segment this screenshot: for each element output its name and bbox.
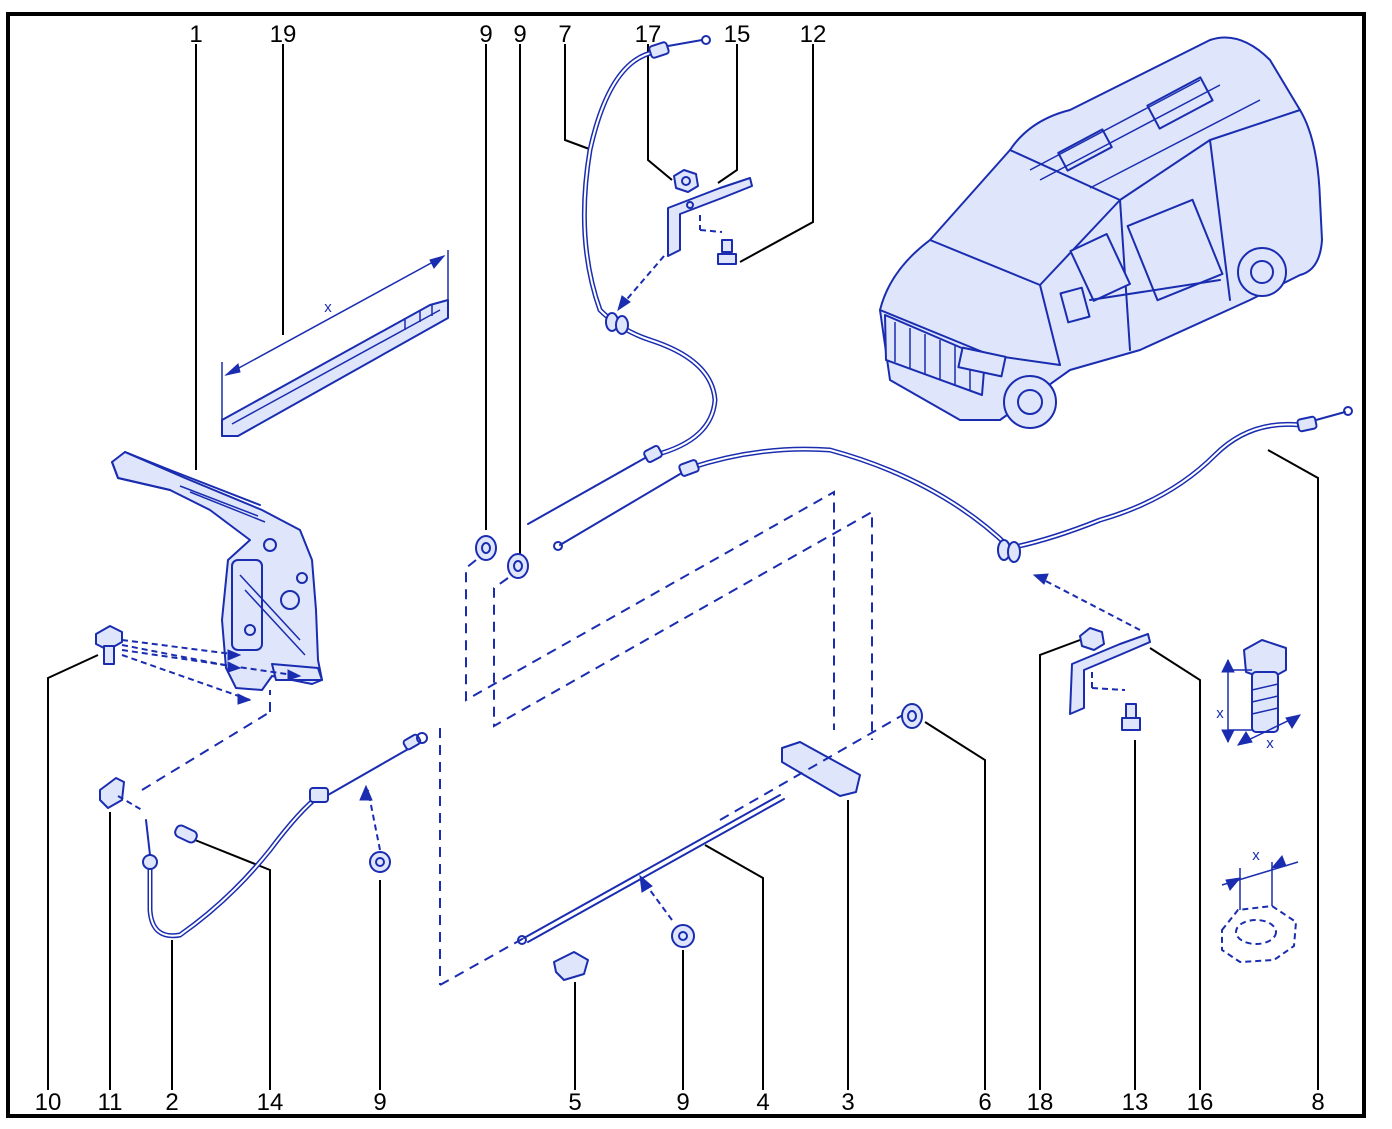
label-4: 4 <box>756 1089 769 1116</box>
label-10: 10 <box>35 1089 62 1116</box>
label-13: 13 <box>1122 1089 1149 1116</box>
grommets-top <box>465 490 873 740</box>
nut-dimension-x: x <box>1252 847 1260 864</box>
leader-14 <box>194 839 271 1090</box>
leader-17 <box>647 44 673 181</box>
label-18: 18 <box>1027 1089 1054 1116</box>
grommet-6 <box>901 703 923 729</box>
grommet-9c <box>369 851 391 873</box>
bracket-assembly-upper <box>667 169 753 265</box>
label-7: 7 <box>558 21 571 48</box>
bracket-3 <box>781 741 861 797</box>
label-1: 1 <box>189 21 202 48</box>
leader-12 <box>739 44 814 263</box>
bracket-assembly-lower <box>1032 573 1151 731</box>
primary-cable <box>99 690 525 986</box>
leader-6 <box>924 721 986 1090</box>
bottom-labels: 10 11 2 14 9 5 9 4 3 6 18 13 16 8 <box>35 1089 1325 1116</box>
grommet-9d <box>671 924 695 948</box>
cable-cutting-gauge: x <box>221 250 449 437</box>
bolt-10 <box>95 625 302 705</box>
clip-11 <box>99 777 125 809</box>
label-12: 12 <box>800 21 827 48</box>
front-cable <box>517 703 923 981</box>
label-8: 8 <box>1311 1089 1324 1116</box>
label-11: 11 <box>98 1089 123 1116</box>
leader-18 <box>1039 639 1081 1090</box>
bolt-dimension-detail: x x <box>1216 639 1302 752</box>
label-6: 6 <box>978 1089 991 1116</box>
leader-16 <box>1149 647 1201 1090</box>
leader-4 <box>704 844 764 1090</box>
bolt-dimension-x2: x <box>1266 735 1274 752</box>
van-illustration <box>879 36 1323 429</box>
label-15: 15 <box>724 21 751 48</box>
rear-right-cable <box>553 406 1353 563</box>
label-14: 14 <box>257 1089 284 1116</box>
label-2: 2 <box>165 1089 178 1116</box>
leader-8 <box>1267 449 1319 1090</box>
nut-17 <box>673 169 699 193</box>
label-9a: 9 <box>479 21 492 48</box>
bolt-12 <box>721 239 733 253</box>
label-9d: 9 <box>676 1089 689 1116</box>
leader-15 <box>717 44 738 184</box>
sleeve-14 <box>174 824 198 844</box>
label-19: 19 <box>270 21 297 48</box>
leader-10 <box>47 654 99 1090</box>
rear-left-cable <box>527 35 718 525</box>
label-16: 16 <box>1187 1089 1214 1116</box>
label-9b: 9 <box>513 21 526 48</box>
bolt-dimension-x1: x <box>1216 705 1224 722</box>
label-9c: 9 <box>373 1089 386 1116</box>
bracket-15 <box>667 177 753 257</box>
gauge-dimension-x: x <box>324 299 332 316</box>
nut-dimension-detail: x <box>1221 847 1299 964</box>
label-5: 5 <box>568 1089 581 1116</box>
label-3: 3 <box>841 1089 854 1116</box>
leader-lines <box>47 44 1319 1090</box>
bolt-13 <box>1125 703 1137 719</box>
handbrake-lever <box>111 451 323 691</box>
leader-7 <box>564 44 593 151</box>
bracket-16 <box>1069 633 1151 715</box>
nut-18 <box>1079 627 1105 651</box>
clip-5 <box>553 951 589 981</box>
